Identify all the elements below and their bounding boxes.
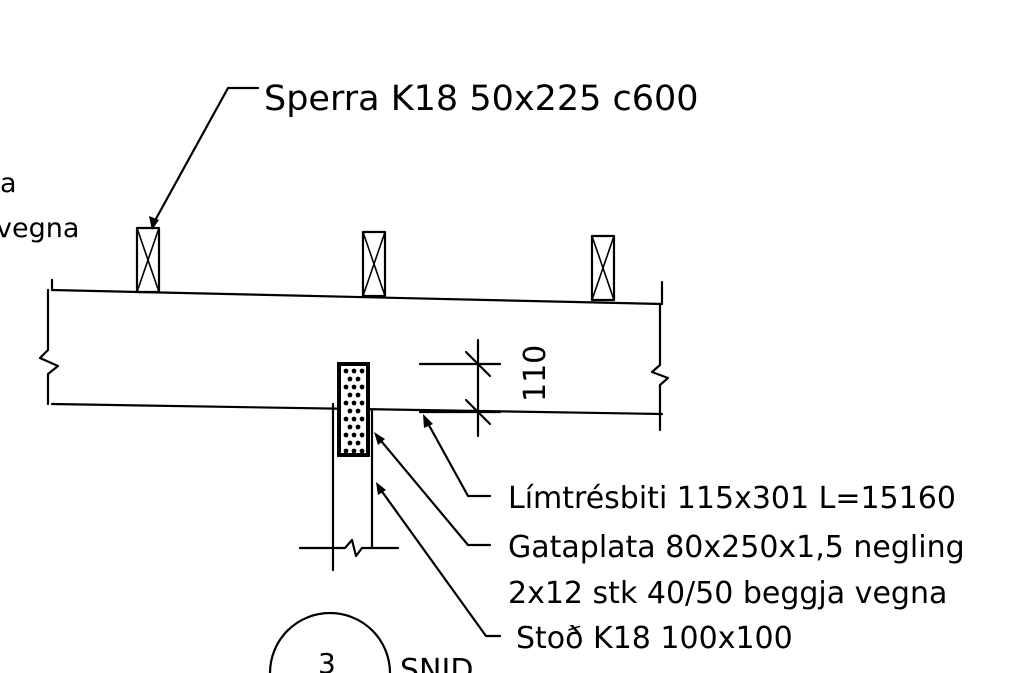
perforation-hole — [359, 448, 365, 454]
rafter-2 — [361, 230, 387, 298]
perforation-hole — [351, 448, 357, 454]
perforation-hole — [355, 376, 361, 382]
perforation-hole — [351, 432, 357, 438]
plate-label-line2: 2x12 stk 40/50 beggja vegna — [508, 576, 947, 611]
left-partial-label-1: a — [0, 168, 17, 199]
rafter-label: Sperra K18 50x225 c600 — [264, 79, 699, 119]
beam-label: Límtrésbiti 115x301 L=15160 — [508, 481, 956, 516]
post-label: Stoð K18 100x100 — [516, 621, 793, 656]
perforation-hole — [343, 400, 349, 406]
perforation-hole — [343, 448, 349, 454]
perforation-hole — [351, 368, 357, 374]
perforation-hole — [347, 376, 353, 382]
perforation-hole — [351, 416, 357, 422]
leader-plate — [374, 432, 492, 547]
post — [298, 402, 400, 572]
dimension-label: 110 — [518, 345, 553, 402]
perforation-hole — [355, 392, 361, 398]
left-partial-label-2: vegna — [0, 213, 79, 244]
perforated-plate — [337, 362, 370, 457]
leader-post — [376, 482, 502, 638]
section-number: 3 — [318, 647, 336, 673]
perforation-hole — [359, 368, 365, 374]
perforation-hole — [347, 392, 353, 398]
rafter-3 — [590, 234, 616, 302]
plate-label-line1: Gataplata 80x250x1,5 negling — [508, 530, 965, 565]
leader-rafter — [149, 86, 260, 230]
beam-break-left — [38, 288, 60, 406]
perforation-hole — [343, 384, 349, 390]
perforation-hole — [355, 408, 361, 414]
perforation-hole — [343, 432, 349, 438]
perforation-hole — [347, 424, 353, 430]
section-marker — [268, 611, 392, 673]
perforation-hole — [359, 432, 365, 438]
perforation-hole — [351, 400, 357, 406]
perforation-hole — [343, 416, 349, 422]
perforation-hole — [351, 384, 357, 390]
section-title: SNID — [400, 653, 473, 673]
beam-break-right — [650, 302, 670, 432]
perforation-hole — [359, 384, 365, 390]
rafter-1 — [135, 226, 161, 294]
perforation-hole — [355, 424, 361, 430]
dimension-110 — [418, 338, 502, 438]
perforation-hole — [347, 408, 353, 414]
perforation-hole — [359, 400, 365, 406]
perforation-hole — [347, 440, 353, 446]
post-break — [298, 538, 400, 558]
perforation-hole — [343, 368, 349, 374]
perforation-hole — [355, 440, 361, 446]
leader-beam — [423, 414, 492, 498]
perforation-hole — [359, 416, 365, 422]
